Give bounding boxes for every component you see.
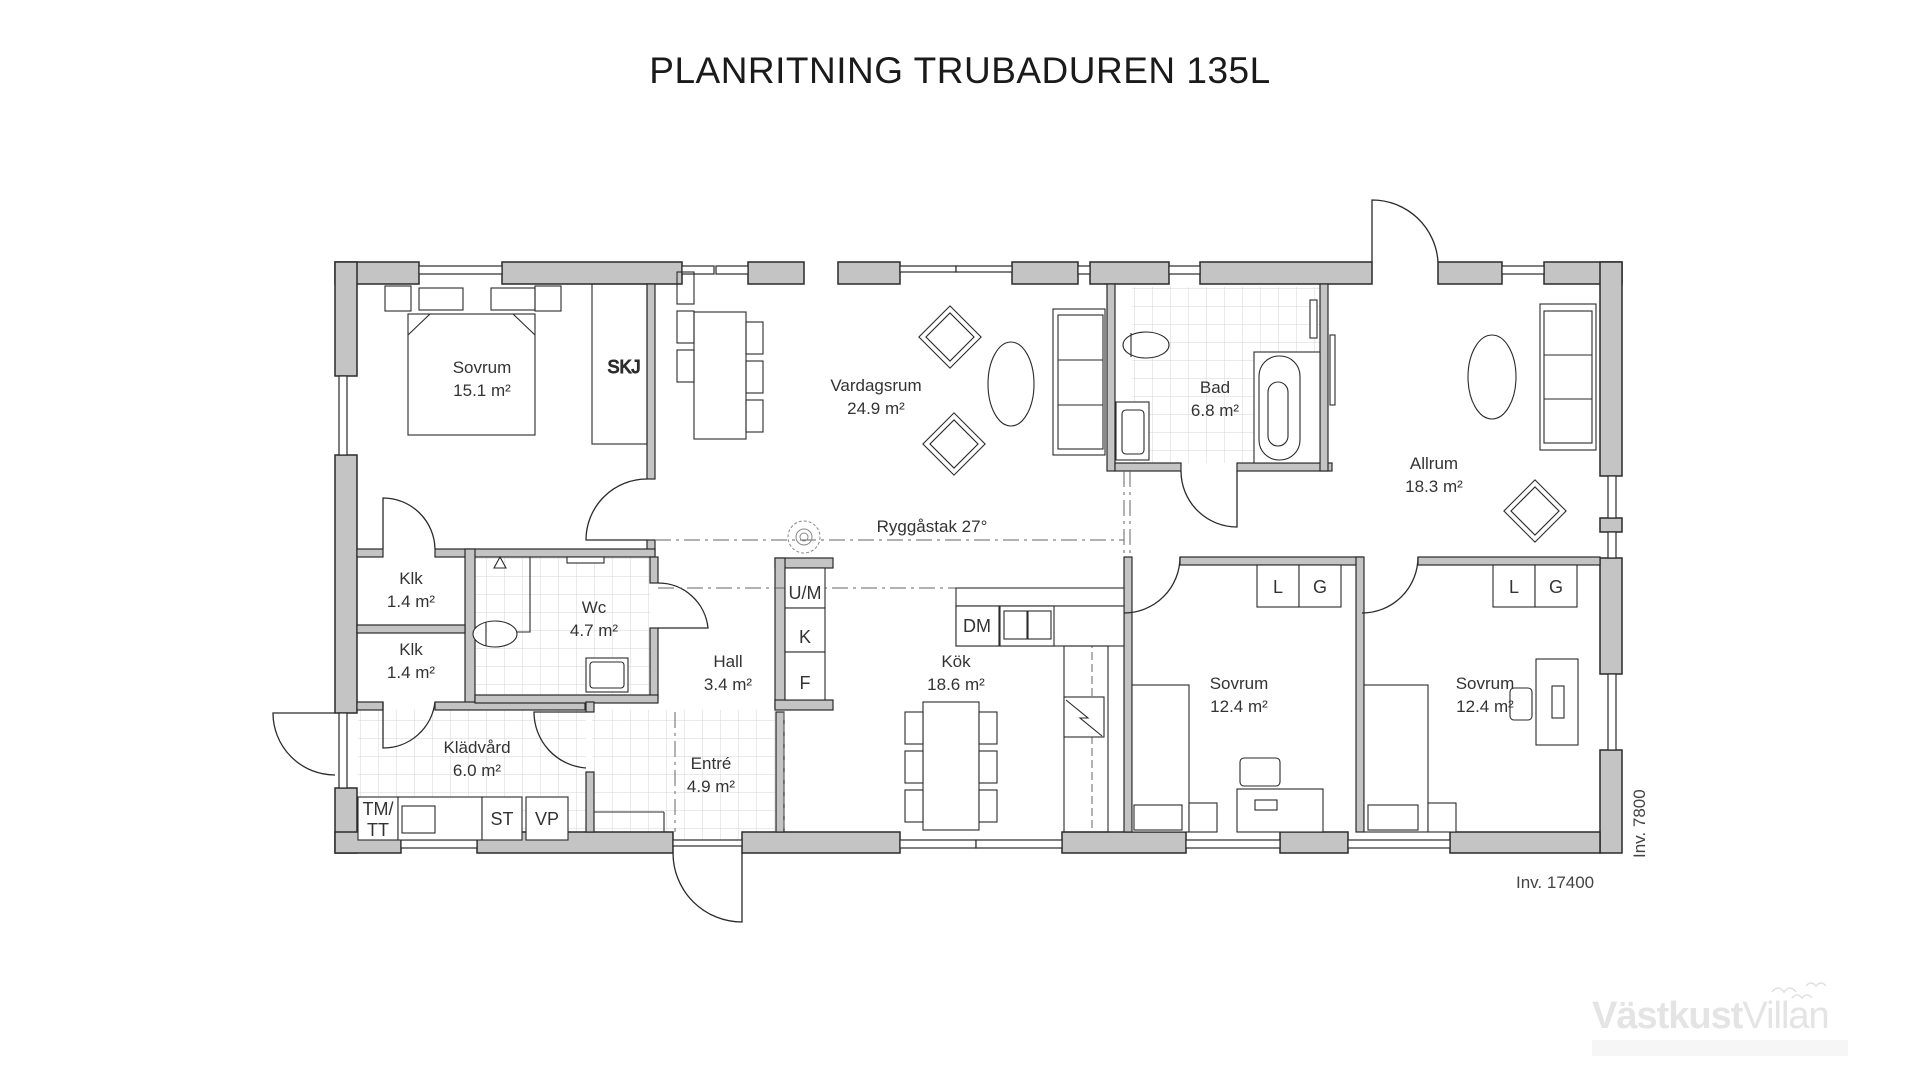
logo-underline <box>1592 1040 1848 1056</box>
room-area-sovrum-master: 15.1 m² <box>453 381 511 400</box>
room-name-entre: Entré <box>691 754 732 773</box>
dryer-label: TT <box>367 820 389 840</box>
room-name-allrum: Allrum <box>1410 454 1458 473</box>
logo-light-text: Villan <box>1742 995 1829 1037</box>
fireplace-icon <box>787 520 821 554</box>
dishwasher-label: DM <box>963 616 991 636</box>
room-name-kok: Kök <box>941 652 971 671</box>
room-name-klk-2: Klk <box>399 640 423 659</box>
room-area-klk-1: 1.4 m² <box>387 592 436 611</box>
room-name-hall: Hall <box>713 652 742 671</box>
room-area-kok: 18.6 m² <box>927 675 985 694</box>
room-name-klk-1: Klk <box>399 569 423 588</box>
master-bedroom-furniture: SKJ <box>384 283 648 445</box>
room-name-sovrum-3: Sovrum <box>1456 674 1515 693</box>
fridge-label: K <box>799 627 811 647</box>
bathroom-fixtures <box>1115 299 1336 464</box>
freezer-label: F <box>800 673 811 693</box>
fixture-labels: U/M K F DM L G L G TM/ TT ST VP <box>363 577 1564 840</box>
room-area-kladvard: 6.0 m² <box>453 761 502 780</box>
room-name-vardagsrum: Vardagsrum <box>830 376 921 395</box>
bedroom-2-furniture <box>1131 564 1342 833</box>
page-title: PLANRITNING TRUBADUREN 135L <box>649 50 1271 91</box>
brand-logo: VästkustVillan <box>1592 995 1830 1038</box>
drying-cabinet-label: ST <box>490 809 513 829</box>
laundry-fixtures <box>357 796 665 841</box>
wardrobe-label-1: G <box>1313 577 1327 597</box>
room-area-entre: 4.9 m² <box>687 777 736 796</box>
depth-dimension-label: Inv. 7800 <box>1630 789 1649 858</box>
windows <box>338 265 1617 849</box>
room-area-wc: 4.7 m² <box>570 621 619 640</box>
wc-fixtures <box>472 555 629 693</box>
logo-bold-text: Västkust <box>1592 995 1743 1037</box>
room-name-sovrum-master: Sovrum <box>453 358 512 377</box>
kitchen-fixtures <box>784 567 1125 833</box>
room-area-hall: 3.4 m² <box>704 675 753 694</box>
roof-pitch-label: Ryggåstak 27° <box>877 517 988 536</box>
room-area-vardagsrum: 24.9 m² <box>847 399 905 418</box>
doors <box>272 199 1439 923</box>
washer-label: TM/ <box>363 799 394 819</box>
room-name-wc: Wc <box>582 598 607 617</box>
family-room-furniture <box>1467 303 1597 543</box>
linen-closet-label-2: L <box>1509 577 1519 597</box>
room-name-bad: Bad <box>1200 378 1230 397</box>
room-area-bad: 6.8 m² <box>1191 401 1240 420</box>
bedroom-3-furniture <box>1363 564 1579 833</box>
freezer-fridge-label: U/M <box>789 583 822 603</box>
room-name-sovrum-2: Sovrum <box>1210 674 1269 693</box>
logo-birds-icon <box>1771 982 1827 1000</box>
linen-closet-label-1: L <box>1273 577 1283 597</box>
room-area-sovrum-3: 12.4 m² <box>1456 697 1514 716</box>
heat-pump-label: VP <box>535 809 559 829</box>
wardrobe-label-2: G <box>1549 577 1563 597</box>
room-area-klk-2: 1.4 m² <box>387 663 436 682</box>
room-labels: Sovrum 15.1 m² Vardagsrum 24.9 m² Bad 6.… <box>387 358 1514 796</box>
room-area-sovrum-2: 12.4 m² <box>1210 697 1268 716</box>
wardrobe-label: SKJ <box>607 357 640 377</box>
living-room-furniture <box>676 271 1106 476</box>
width-dimension-label: Inv. 17400 <box>1516 873 1594 892</box>
room-name-kladvard: Klädvård <box>443 738 510 757</box>
room-area-allrum: 18.3 m² <box>1405 477 1463 496</box>
